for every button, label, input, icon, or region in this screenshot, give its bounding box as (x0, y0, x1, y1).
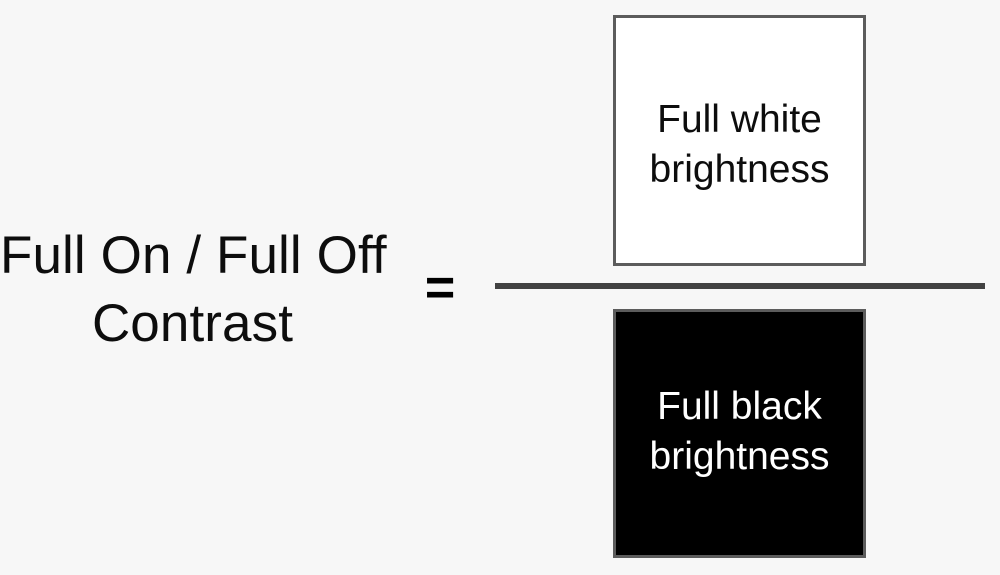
numerator-label-line-1: Full white (657, 97, 822, 141)
formula-label-line-1: Full On / Full Off (0, 226, 387, 285)
denominator-label-line-2: brightness (649, 434, 830, 478)
denominator-label-line-1: Full black (657, 384, 822, 428)
numerator-label-line-2: brightness (649, 147, 830, 191)
equals-sign: = (424, 259, 456, 317)
fraction-bar (495, 283, 985, 289)
denominator-black-box: Full black brightness (613, 309, 866, 558)
formula-label: Full On / Full Off Contrast (0, 222, 387, 358)
numerator-white-box: Full white brightness (613, 15, 866, 266)
numerator-label: Full white brightness (616, 95, 863, 195)
denominator-label: Full black brightness (616, 382, 863, 482)
formula-label-line-2: Contrast (91, 294, 294, 353)
